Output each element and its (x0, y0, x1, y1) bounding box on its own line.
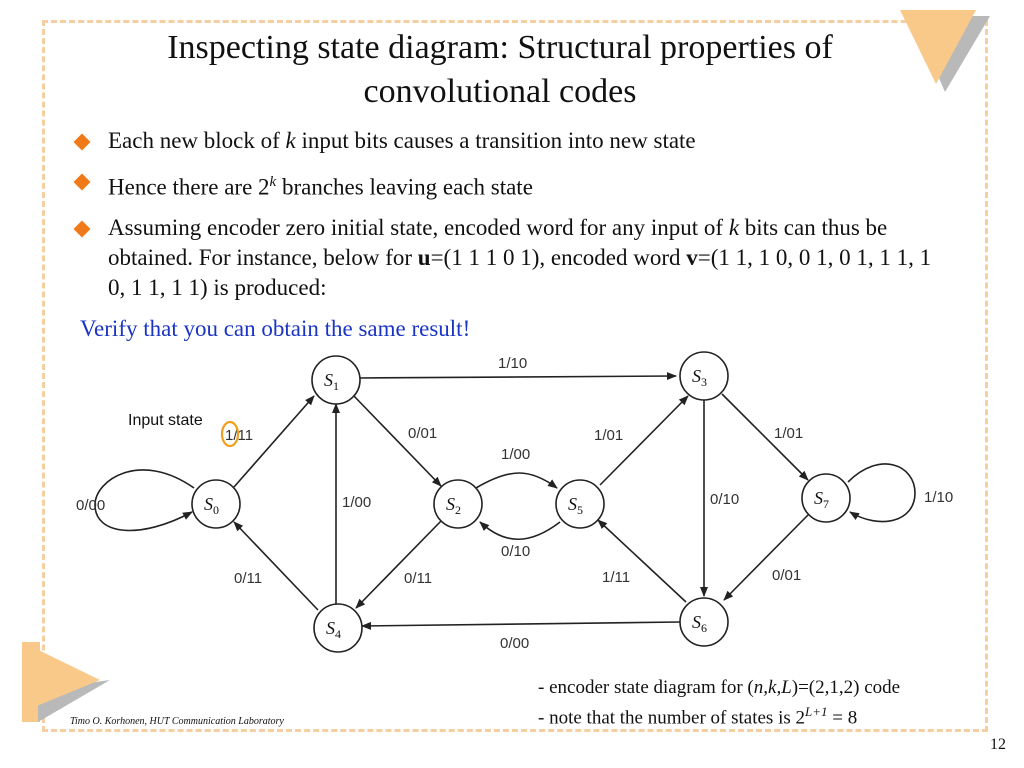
edge-s5-s3 (599, 395, 689, 486)
bullet-item-3: Assuming encoder zero initial state, enc… (70, 213, 950, 303)
bullet-text-1b: k (285, 128, 296, 153)
bullet-text-1a: Each new block of (108, 128, 286, 153)
input-state-highlight (220, 420, 240, 448)
edge-s2-s4 (355, 519, 443, 609)
bullet-text-2b: k (269, 174, 277, 190)
slide-title: Inspecting state diagram: Structural pro… (167, 29, 833, 110)
edge-s1-s2 (352, 394, 442, 487)
state-node-s2: S2 (433, 479, 483, 529)
state-node-s7: S7 (801, 473, 851, 523)
edge-label-s5-s2: 0/10 (501, 543, 530, 560)
edge-label-s6-s4: 0/00 (500, 635, 529, 652)
bullet-text-3f: v (686, 244, 698, 270)
state-node-s6: S6 (679, 597, 729, 647)
state-node-s4: S4 (313, 603, 363, 653)
svg-text:S7: S7 (814, 488, 829, 511)
bullet-list: Each new block of k input bits causes a … (70, 126, 950, 313)
svg-text:S3: S3 (692, 366, 707, 389)
edge-label-s1-s2: 0/01 (408, 425, 437, 442)
edge-s1-s3 (357, 372, 677, 381)
bullet-text-2a: Hence there are 2 (108, 174, 270, 200)
bullet-text-3g: =(1 1, 1 0, 0 1, 0 1, 1 1, 1 0, 1 1, 1 1… (108, 244, 932, 300)
edge-label-s3-s6: 0/10 (710, 491, 739, 508)
bullet-item-1: Each new block of k input bits causes a … (70, 126, 950, 156)
edge-label-s0-s0: 0/00 (76, 497, 105, 514)
bullet-text-3b: k (728, 214, 740, 240)
edge-label-s5-s3: 1/01 (594, 427, 623, 444)
edge-s6-s4 (361, 621, 681, 630)
edge-s2-s5 (475, 472, 558, 489)
verify-note: Verify that you can obtain the same resu… (80, 316, 471, 341)
edge-s7-s7 (847, 463, 916, 523)
edge-s7-s6 (723, 514, 809, 601)
bullet-text-3e: =(1 1 1 0 1), encoded word (430, 244, 687, 270)
edge-s4-s0 (233, 521, 319, 611)
footer-credit: Timo O. Korhonen, HUT Communication Labo… (70, 716, 284, 727)
caption-line-1: - encoder state diagram for (n,k,L)=(2,1… (538, 677, 901, 698)
edge-label-s2-s5: 1/00 (501, 446, 530, 463)
svg-text:S0: S0 (204, 494, 219, 517)
page-number: 12 (990, 736, 1006, 753)
edge-s6-s5 (597, 519, 687, 603)
edge-label-s2-s4: 0/11 (404, 570, 432, 587)
edge-label-s4-s0: 0/11 (234, 570, 262, 587)
bullet-text-2c: branches leaving each state (276, 174, 533, 200)
edge-label-s7-s7: 1/10 (924, 489, 953, 506)
edge-label-s1-s3: 1/10 (498, 355, 527, 372)
svg-text:S2: S2 (446, 494, 461, 517)
caption-line-2: - note that the number of states is 2L+1… (538, 704, 858, 729)
state-node-s5: S5 (555, 479, 605, 529)
bullet-text-3d: u (417, 244, 431, 270)
svg-text:S4: S4 (326, 618, 341, 641)
svg-text:S6: S6 (692, 612, 707, 635)
edge-s0-s1 (233, 395, 315, 488)
edge-label-s7-s6: 0/01 (772, 567, 801, 584)
edge-label-s4-s1: 1/00 (342, 494, 371, 511)
state-node-s1: S1 (311, 355, 361, 405)
state-node-s0: S0 (191, 479, 241, 529)
edge-label-s3-s7: 1/01 (774, 425, 803, 442)
svg-text:S5: S5 (568, 494, 583, 517)
state-node-s3: S3 (679, 351, 729, 401)
bullet-text-1c: input bits causes a transition into new … (295, 128, 696, 153)
bullet-text-3a: Assuming encoder zero initial state, enc… (108, 214, 729, 240)
input-state-annotation: Input state (128, 412, 203, 429)
bullet-text-3c: bits can thus be obtained. For instance,… (108, 214, 888, 270)
edge-label-s6-s5: 1/11 (602, 569, 630, 586)
diagram-caption: - encoder state diagram for (n,k,L)=(2,1… (538, 676, 900, 730)
svg-text:S1: S1 (324, 370, 339, 393)
bullet-item-2: Hence there are 2k branches leaving each… (70, 166, 950, 203)
edge-s0-s0 (94, 469, 195, 532)
edge-s3-s7 (721, 393, 809, 481)
slide-frame (42, 20, 988, 732)
edge-s5-s2 (479, 521, 561, 541)
